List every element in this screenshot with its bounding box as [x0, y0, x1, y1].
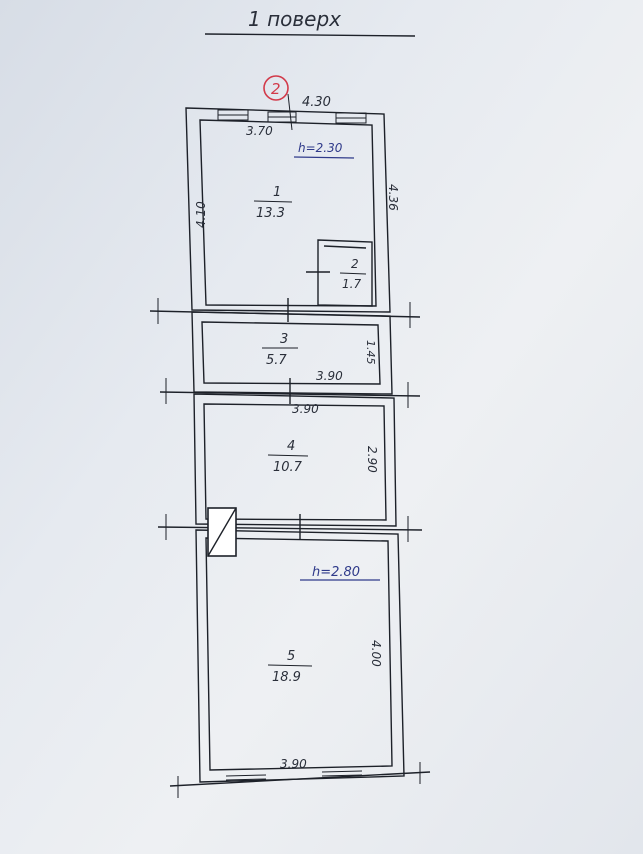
dim-room4-top: 3.90 — [292, 402, 319, 416]
room-number: 3 — [280, 332, 288, 347]
door-ticks — [287, 298, 301, 540]
dim-room3-right: 1.45 — [364, 340, 377, 365]
room-area: 13.3 — [256, 206, 285, 221]
dim-room5-right: 4.00 — [369, 640, 383, 667]
dim-top-inner: 3.70 — [246, 124, 273, 138]
room-1-label: 1 13.3 — [253, 185, 293, 221]
room-5-label: 5 18.9 — [267, 649, 313, 685]
dim-right-upper: 4.36 — [386, 184, 400, 211]
room-number: 2 — [351, 257, 359, 271]
sheet-marker — [263, 75, 289, 101]
room-number: 4 — [287, 439, 295, 454]
dim-room3-bottom: 3.90 — [316, 369, 343, 383]
room-4-label: 4 10.7 — [267, 439, 309, 475]
room-area: 1.7 — [342, 277, 361, 291]
sheet-marker-label: 2 — [271, 80, 281, 98]
room-2-closet — [306, 239, 373, 307]
bottom-windows — [225, 770, 363, 781]
dim-top-outer: 4.30 — [302, 95, 331, 110]
room-3-label: 3 5.7 — [262, 332, 298, 368]
title-underline — [204, 33, 416, 37]
dim-height-upper: h=2.30 — [298, 141, 343, 155]
dim-height-lower: h=2.80 — [312, 565, 360, 580]
dim-bottom: 3.90 — [280, 757, 307, 771]
plan-title: 1 поверх — [248, 7, 341, 31]
room-area: 5.7 — [266, 353, 287, 368]
dim-room1-left: 4.10 — [194, 201, 208, 228]
room-number: 5 — [287, 649, 295, 664]
room-area: 18.9 — [272, 670, 301, 685]
room-2-label: 2 1.7 — [339, 257, 367, 291]
top-windows — [217, 109, 367, 124]
height-upper-underline — [293, 156, 355, 159]
stove — [207, 507, 237, 557]
marker-leader — [287, 93, 293, 131]
dim-room4-right: 2.90 — [365, 446, 379, 473]
room-number: 1 — [273, 185, 281, 200]
junction-ticks — [149, 298, 431, 798]
room-area: 10.7 — [273, 460, 303, 475]
